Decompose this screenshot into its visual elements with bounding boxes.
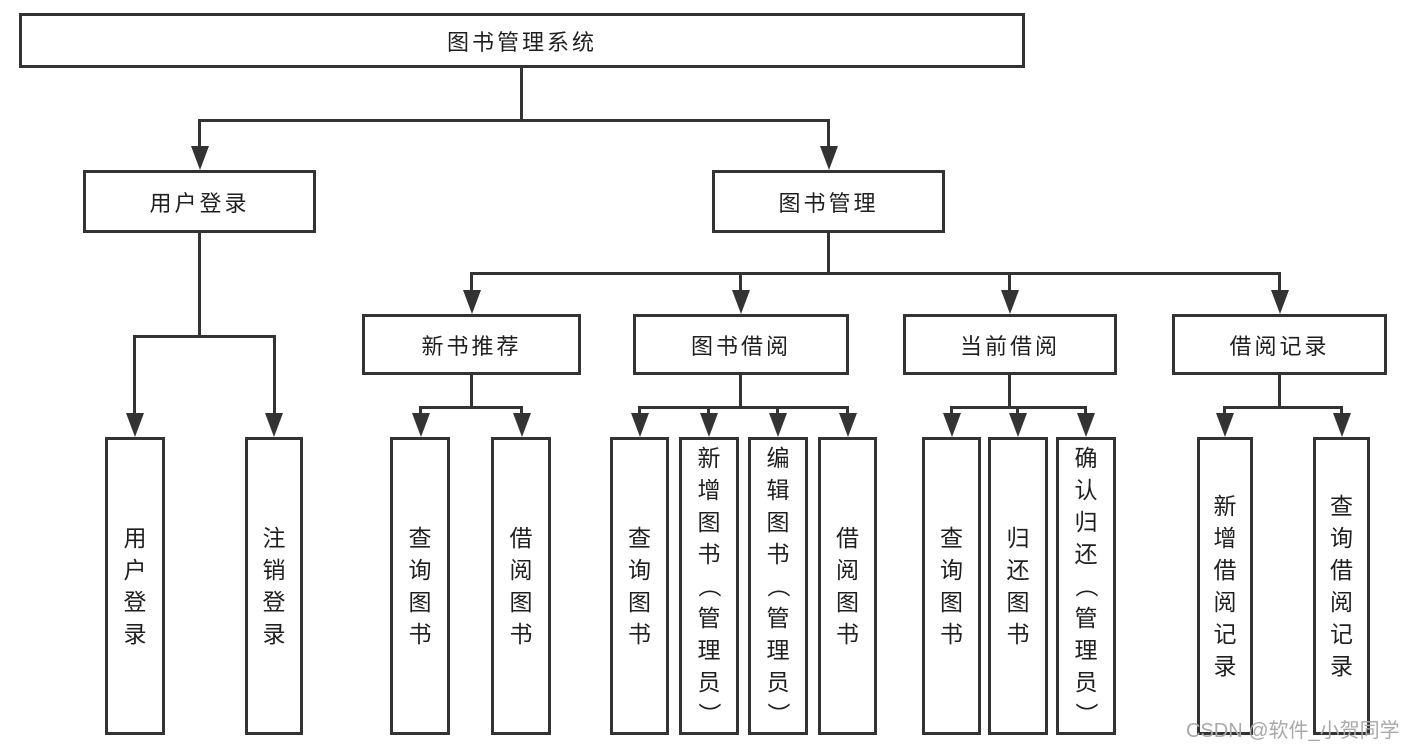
node-leaf-query-book-current: 查询图书 xyxy=(922,437,981,735)
connector-line xyxy=(1223,406,1226,418)
connector-line xyxy=(1340,406,1343,418)
node-current-borrowing: 当前借阅 xyxy=(903,314,1117,375)
node-label: 图书借阅 xyxy=(690,333,791,359)
node-leaf-query-borrow-record: 查询借阅记录 xyxy=(1313,437,1370,735)
csdn-watermark: CSDN @软件_小贺同学 xyxy=(1186,720,1400,742)
arrow-down-icon xyxy=(1270,290,1289,314)
node-library-management-system: 图书管理系统 xyxy=(19,13,1025,68)
connector-line xyxy=(1008,272,1011,296)
arrow-down-icon xyxy=(1077,413,1095,437)
node-leaf-add-borrow-record: 新增借阅记录 xyxy=(1197,437,1253,735)
connector-line xyxy=(638,406,641,418)
node-leaf-query-book-borrowing: 查询图书 xyxy=(610,437,669,735)
node-label: 查询借阅记录 xyxy=(1330,493,1353,679)
node-label: 图书管理 xyxy=(778,190,879,216)
node-leaf-return-book: 归还图书 xyxy=(988,437,1048,735)
connector-line xyxy=(520,68,523,119)
connector-line xyxy=(638,406,848,409)
arrow-down-icon xyxy=(819,146,838,170)
connector-line xyxy=(707,406,710,418)
node-borrowing-records: 借阅记录 xyxy=(1172,314,1387,375)
connector-line xyxy=(133,335,136,415)
arrow-down-icon xyxy=(838,413,857,437)
node-label: 新书推荐 xyxy=(421,333,522,359)
connector-line xyxy=(273,335,276,415)
connector-line xyxy=(1016,406,1019,418)
node-leaf-edit-book-admin: 编辑图书（管理员） xyxy=(748,437,808,735)
connector-line xyxy=(198,119,830,122)
connector-line xyxy=(470,272,473,296)
arrow-down-icon xyxy=(190,146,209,170)
node-leaf-add-book-admin: 新增图书（管理员） xyxy=(679,437,739,735)
connector-line xyxy=(739,272,742,296)
node-label: 查询图书 xyxy=(408,525,432,647)
node-label: 新增图书（管理员） xyxy=(696,445,722,726)
arrow-down-icon xyxy=(630,413,649,437)
arrow-down-icon xyxy=(462,290,481,314)
node-label: 归还图书 xyxy=(1006,525,1030,647)
node-label: 查询图书 xyxy=(940,525,963,647)
node-leaf-user-login: 用户登录 xyxy=(105,437,165,735)
arrow-down-icon xyxy=(512,413,531,437)
connector-line xyxy=(198,233,201,337)
node-leaf-logout: 注销登录 xyxy=(245,437,303,735)
arrow-down-icon xyxy=(769,413,787,437)
node-leaf-borrow-book-borrowing: 借阅图书 xyxy=(818,437,877,735)
connector-line xyxy=(419,406,523,409)
node-label: 编辑图书（管理员） xyxy=(765,445,791,726)
node-new-book-recommendation: 新书推荐 xyxy=(362,314,581,375)
connector-line xyxy=(1278,272,1281,296)
connector-line xyxy=(739,375,742,409)
node-leaf-confirm-return-admin: 确认归还（管理员） xyxy=(1056,437,1116,735)
arrow-down-icon xyxy=(1000,290,1019,314)
connector-line xyxy=(827,119,830,151)
arrow-down-icon xyxy=(1009,413,1027,437)
arrow-down-icon xyxy=(731,290,750,314)
connector-line xyxy=(1008,375,1011,409)
node-book-management: 图书管理 xyxy=(712,170,945,233)
arrow-down-icon xyxy=(411,413,430,437)
node-label: 借阅图书 xyxy=(836,525,859,647)
node-book-borrowing: 图书借阅 xyxy=(633,314,849,375)
connector-line xyxy=(470,272,1280,275)
node-label: 当前借阅 xyxy=(959,333,1060,359)
node-leaf-borrow-book-newbook: 借阅图书 xyxy=(491,437,551,735)
connector-line xyxy=(520,406,523,418)
connector-line xyxy=(470,375,473,409)
connector-line xyxy=(846,406,849,418)
arrow-down-icon xyxy=(1216,413,1234,437)
node-label: 新增借阅记录 xyxy=(1213,493,1237,679)
node-label: 注销登录 xyxy=(262,525,286,647)
node-label: 借阅记录 xyxy=(1229,333,1330,359)
node-label: 查询图书 xyxy=(628,525,651,647)
connector-line xyxy=(950,406,953,418)
node-leaf-query-book-newbook: 查询图书 xyxy=(390,437,450,735)
node-user-login: 用户登录 xyxy=(83,170,316,233)
node-label: 用户登录 xyxy=(149,190,250,216)
node-label: 用户登录 xyxy=(123,525,147,647)
connector-line xyxy=(419,406,422,418)
connector-line xyxy=(827,233,830,275)
arrow-down-icon xyxy=(942,413,961,437)
arrow-down-icon xyxy=(126,413,144,437)
connector-line xyxy=(1223,406,1341,409)
arrow-down-icon xyxy=(700,413,718,437)
connector-line xyxy=(133,335,276,338)
arrow-down-icon xyxy=(265,413,283,437)
connector-line xyxy=(198,119,201,151)
connector-line xyxy=(776,406,779,418)
connector-line xyxy=(1278,375,1281,409)
connector-line xyxy=(1084,406,1087,418)
node-label: 确认归还（管理员） xyxy=(1073,445,1099,726)
node-label: 图书管理系统 xyxy=(446,29,597,55)
arrow-down-icon xyxy=(1332,413,1351,437)
node-label: 借阅图书 xyxy=(509,525,533,647)
